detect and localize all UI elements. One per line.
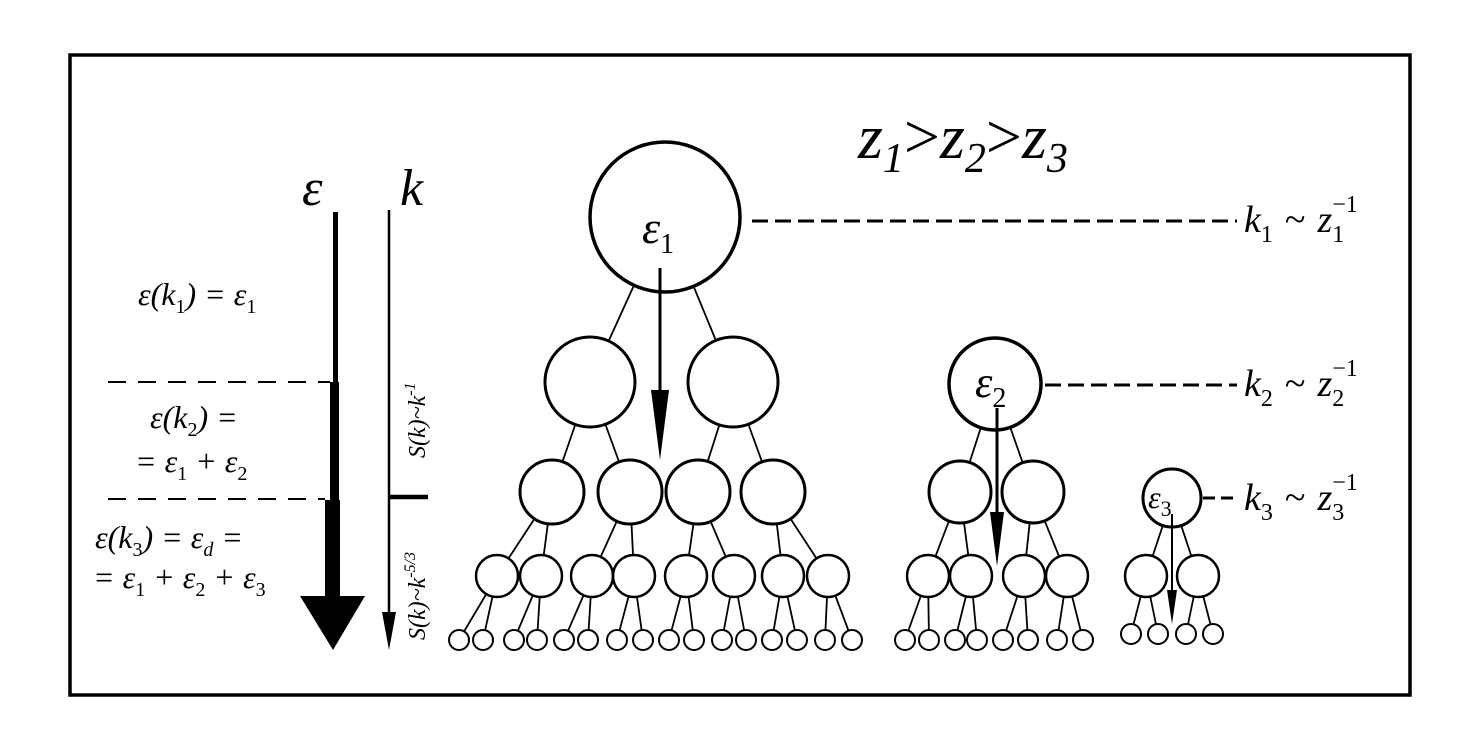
tree1-node-l4-15 bbox=[841, 629, 863, 651]
tree3-node-l2-0 bbox=[1120, 623, 1142, 645]
tree1-node-l3-4 bbox=[663, 553, 709, 599]
tree3-node-l2-2 bbox=[1175, 623, 1197, 645]
equation-eps-k2-line2: = ε1 + ε2 bbox=[135, 443, 247, 485]
equation-eps-k2-line1: ε(k2) = bbox=[150, 399, 238, 441]
tree2-node-l3-0 bbox=[894, 629, 916, 651]
equation-eps-k1: ε(k1) = ε1 bbox=[138, 276, 256, 318]
tree1-node-l3-0 bbox=[474, 553, 520, 599]
tree2-node-l1-0 bbox=[927, 459, 993, 525]
tree1-node-l4-8 bbox=[658, 629, 680, 651]
spectrum-label-upper: S(k)~k-1 bbox=[402, 382, 431, 458]
scale-label-1: k1~z1−1 bbox=[1244, 192, 1358, 248]
equation-eps-k3-line2: = ε1 + ε2 + ε3 bbox=[93, 559, 266, 601]
header-ordering: z1>z2>z3 bbox=[857, 101, 1068, 182]
node-label-eps1: ε1 bbox=[642, 202, 674, 260]
tree1-node-l3-1 bbox=[518, 553, 564, 599]
tree2-node-l3-7 bbox=[1072, 629, 1094, 651]
tree1-node-l4-1 bbox=[472, 629, 494, 651]
tree3-node-l2-3 bbox=[1202, 623, 1224, 645]
tree2-node-l3-6 bbox=[1046, 629, 1068, 651]
scale-label-3: k3~z3−1 bbox=[1244, 470, 1358, 526]
tree1-node-l1-1 bbox=[686, 335, 780, 429]
tree3-node-l2-1 bbox=[1147, 623, 1169, 645]
wavenumber-arrow bbox=[382, 210, 428, 650]
tree-nodes bbox=[448, 140, 1224, 651]
epsilon-axis-label: ε bbox=[302, 160, 323, 217]
tree1-node-l4-9 bbox=[683, 629, 705, 651]
tree1-node-l3-5 bbox=[711, 553, 757, 599]
tree2-node-l3-3 bbox=[966, 629, 988, 651]
k-axis-label: k bbox=[400, 160, 424, 217]
tree1-node-l4-11 bbox=[735, 629, 757, 651]
tree3-node-l1-1 bbox=[1175, 553, 1221, 599]
tree1-node-l4-4 bbox=[553, 629, 575, 651]
tree1-node-l3-7 bbox=[805, 553, 851, 599]
tree1-node-l3-3 bbox=[611, 553, 657, 599]
tree1-node-l4-0 bbox=[448, 629, 470, 651]
tree2-node-l3-5 bbox=[1017, 629, 1039, 651]
tree1-node-l4-5 bbox=[577, 629, 599, 651]
tree2-node-l2-3 bbox=[1044, 553, 1090, 599]
tree2-node-l2-2 bbox=[1001, 553, 1047, 599]
tree1-node-l4-14 bbox=[814, 629, 836, 651]
tree1-node-l0-0 bbox=[588, 140, 742, 294]
tree1-node-l3-2 bbox=[569, 553, 615, 599]
cascade-arrow-2 bbox=[990, 408, 1004, 566]
tree1-node-l4-3 bbox=[526, 629, 548, 651]
tree1-node-l4-13 bbox=[786, 629, 808, 651]
energy-flux-arrow bbox=[300, 212, 365, 650]
tree1-node-l1-0 bbox=[543, 335, 637, 429]
tree2-node-l3-4 bbox=[992, 629, 1014, 651]
tree2-node-l3-2 bbox=[944, 629, 966, 651]
scale-label-2: k2~z2−1 bbox=[1244, 356, 1358, 412]
tree1-node-l2-3 bbox=[739, 458, 807, 526]
tree2-node-l0-0 bbox=[947, 336, 1043, 432]
tree1-node-l2-1 bbox=[596, 458, 664, 526]
tree2-node-l2-1 bbox=[948, 553, 994, 599]
tree1-node-l4-7 bbox=[632, 629, 654, 651]
node-label-eps3: ε3 bbox=[1148, 479, 1172, 521]
tree2-node-l2-0 bbox=[905, 553, 951, 599]
tree1-node-l4-2 bbox=[503, 629, 525, 651]
tree1-node-l2-0 bbox=[518, 458, 586, 526]
tree2-node-l3-1 bbox=[918, 629, 940, 651]
tree2-node-l1-1 bbox=[1000, 459, 1066, 525]
cascade-arrow-1 bbox=[651, 268, 669, 460]
cascade-arrow-3 bbox=[1167, 514, 1177, 624]
tree1-node-l3-6 bbox=[760, 553, 806, 599]
tree1-node-l4-10 bbox=[711, 629, 733, 651]
tree1-node-l2-2 bbox=[664, 458, 732, 526]
tree1-node-l4-6 bbox=[606, 629, 628, 651]
spectrum-label-lower: S(k)~k-5/3 bbox=[402, 552, 431, 640]
node-label-eps2: ε2 bbox=[975, 358, 1006, 414]
tree1-node-l4-12 bbox=[761, 629, 783, 651]
equation-eps-k3-line1: ε(k3) = εd = bbox=[95, 519, 243, 561]
tree3-node-l1-0 bbox=[1123, 553, 1169, 599]
diagram-frame bbox=[68, 53, 1412, 697]
